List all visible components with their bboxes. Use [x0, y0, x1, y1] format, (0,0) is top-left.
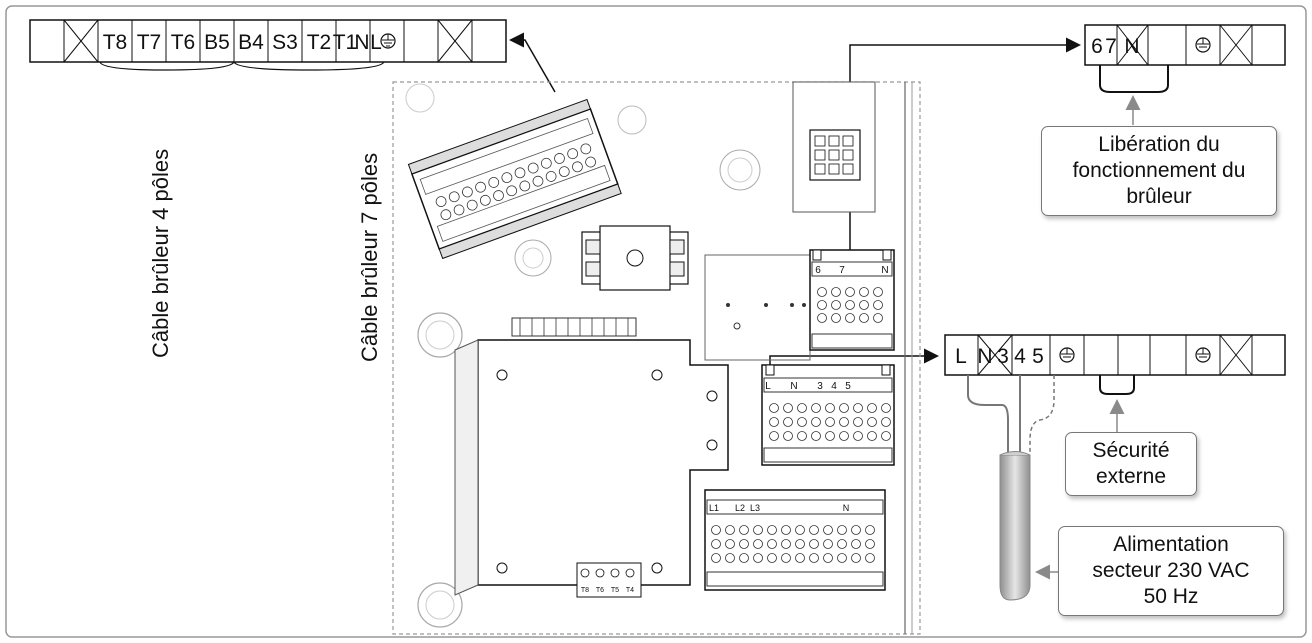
mid-right-terminal-strip: [944, 334, 1286, 395]
outer-frame: [5, 5, 1307, 638]
liberation-line2: fonctionnement du: [1072, 159, 1246, 182]
terminal-label: S3: [272, 31, 298, 54]
terminal-label: 5: [1032, 345, 1044, 368]
terminal-label: T6: [171, 31, 196, 54]
terminal-label: 7: [1105, 35, 1117, 58]
board-terminal-label: 6: [815, 265, 821, 276]
terminal-label: B5: [204, 31, 230, 54]
board-terminal-label: 3: [817, 381, 823, 392]
board-terminal-label: N: [790, 381, 797, 392]
terminal-label: B4: [238, 31, 264, 54]
cable-7-poles-label: Câble brûleur 7 pôles: [357, 152, 382, 362]
control-board: 6 7 N L N 3 4 5: [392, 81, 921, 635]
top-right-terminal-strip: [1084, 24, 1286, 93]
ground-icon: [380, 33, 396, 49]
securite-line2: externe: [1095, 465, 1167, 488]
terminal-label: T8: [103, 31, 128, 54]
board-terminal-label: N: [881, 265, 888, 276]
cable-4-poles-label: Câble brûleur 4 pôles: [148, 148, 173, 358]
board-terminal-label: 5: [845, 381, 851, 392]
liberation-line3: brûleur: [1126, 185, 1192, 208]
board-terminal-label: 7: [839, 265, 845, 276]
alim-line2: secteur 230 VAC: [1092, 559, 1250, 582]
ground-icon: [1195, 347, 1211, 363]
ground-icon: [1195, 37, 1211, 53]
arrow-to-mid-right-strip: [769, 348, 939, 366]
securite-line1: Sécurité: [1092, 439, 1170, 462]
board-terminal-label: T5: [611, 587, 619, 594]
terminal-label: 3: [997, 345, 1009, 368]
terminal-label: L: [955, 345, 967, 368]
terminal-label: N: [1124, 35, 1139, 58]
terminal-label: N: [977, 345, 992, 368]
board-terminal-label: 4: [831, 381, 837, 392]
terminal-label: T2: [307, 31, 332, 54]
board-terminal-label: T4: [626, 587, 634, 594]
liberation-callout: Libération du fonctionnement du brûleur: [1041, 126, 1277, 216]
supply-cable: [967, 375, 1055, 601]
board-terminal-label: T6: [596, 587, 604, 594]
liberation-line1: Libération du: [1098, 133, 1220, 156]
ground-icon: [1059, 347, 1075, 363]
top-left-terminal-strip: [29, 19, 507, 71]
alimentation-callout: Alimentation secteur 230 VAC 50 Hz: [1058, 526, 1284, 616]
board-terminal-label: L: [765, 381, 771, 392]
alim-line1: Alimentation: [1113, 533, 1229, 556]
securite-callout: Sécurité externe: [1065, 432, 1197, 496]
board-terminal-label: N: [843, 503, 850, 513]
terminal-label: 4: [1014, 345, 1026, 368]
terminal-label: T7: [137, 31, 162, 54]
board-terminal-label: T8: [581, 587, 589, 594]
terminal-label: L: [370, 31, 382, 54]
board-terminal-label: L2: [735, 503, 745, 513]
terminal-label: N: [354, 31, 369, 54]
terminal-label: T1: [333, 31, 358, 54]
board-terminal-label: L3: [750, 503, 760, 513]
arrow-to-top-left-strip: [509, 32, 556, 93]
alim-line3: 50 Hz: [1143, 585, 1199, 608]
board-terminal-label: L1: [709, 503, 719, 513]
terminal-label: 6: [1091, 35, 1103, 58]
